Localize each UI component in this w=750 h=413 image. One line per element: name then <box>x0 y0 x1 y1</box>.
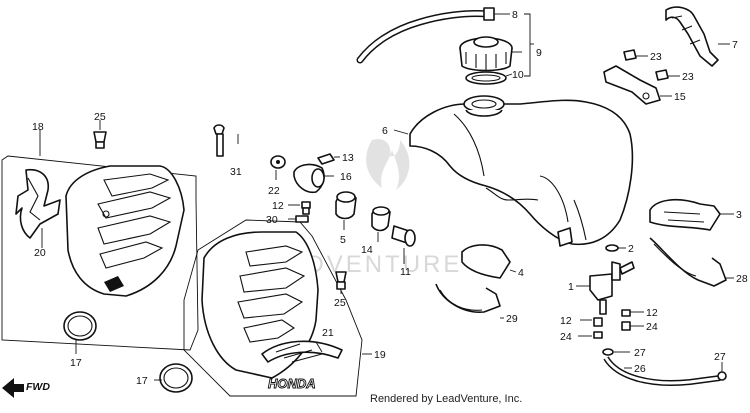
callout-27-left: 27 <box>634 347 646 359</box>
callout-22: 22 <box>268 185 280 197</box>
callout-12-left: 12 <box>272 200 284 212</box>
callout-25-upper: 25 <box>94 111 106 123</box>
fuel-tank <box>393 95 634 247</box>
callout-11: 11 <box>400 266 411 278</box>
callout-2: 2 <box>628 243 634 255</box>
callout-9: 9 <box>536 47 542 59</box>
tank-pad-lower <box>435 244 517 319</box>
callout-30: 30 <box>266 214 278 226</box>
callout-4: 4 <box>518 267 524 279</box>
callout-31: 31 <box>230 166 242 178</box>
callout-21: 21 <box>322 327 334 339</box>
footer-credit: Rendered by LeadVenture, Inc. <box>370 393 522 405</box>
honda-decal-text: HONDA <box>268 376 316 391</box>
mounting-hardware <box>213 124 416 264</box>
side-cover-group-19: HONDA <box>154 219 372 397</box>
callout-6: 6 <box>382 125 388 137</box>
callout-12-right: 12 <box>646 307 658 319</box>
callout-10: 10 <box>512 69 524 81</box>
callout-25-lower: 25 <box>334 297 346 309</box>
callout-14: 14 <box>361 244 373 256</box>
fuel-cap-breather <box>356 7 534 85</box>
callout-7: 7 <box>732 39 738 51</box>
callout-16: 16 <box>340 171 352 183</box>
callout-29: 29 <box>506 313 518 325</box>
callout-13: 13 <box>342 152 354 164</box>
fuel-valve-assembly <box>576 244 727 386</box>
callout-19: 19 <box>374 349 386 361</box>
fwd-label: FWD <box>26 381 50 393</box>
side-cover-group-18 <box>1 120 199 354</box>
callout-17-upper: 17 <box>70 357 82 369</box>
callout-3: 3 <box>736 209 742 221</box>
callout-28: 28 <box>736 273 748 285</box>
callout-15: 15 <box>674 91 686 103</box>
callout-24-left: 24 <box>560 331 572 343</box>
callout-18: 18 <box>32 121 44 133</box>
callout-8: 8 <box>512 9 518 21</box>
callout-23-lower: 23 <box>682 71 694 83</box>
callout-24-right: 24 <box>646 321 658 333</box>
tank-strap-brackets <box>603 6 730 105</box>
callout-17-lower: 17 <box>136 375 148 387</box>
callout-26: 26 <box>634 363 646 375</box>
fwd-arrow: FWD <box>2 378 50 398</box>
callout-labels: 18 25 20 17 17 31 22 12 30 13 16 5 14 11… <box>32 9 748 387</box>
callout-23-upper: 23 <box>650 51 662 63</box>
callout-27-right: 27 <box>714 351 726 363</box>
callout-12-mid: 12 <box>560 315 572 327</box>
tank-pad-straps <box>649 198 734 287</box>
callout-1: 1 <box>568 281 574 293</box>
callout-20: 20 <box>34 247 46 259</box>
callout-5: 5 <box>340 234 346 246</box>
